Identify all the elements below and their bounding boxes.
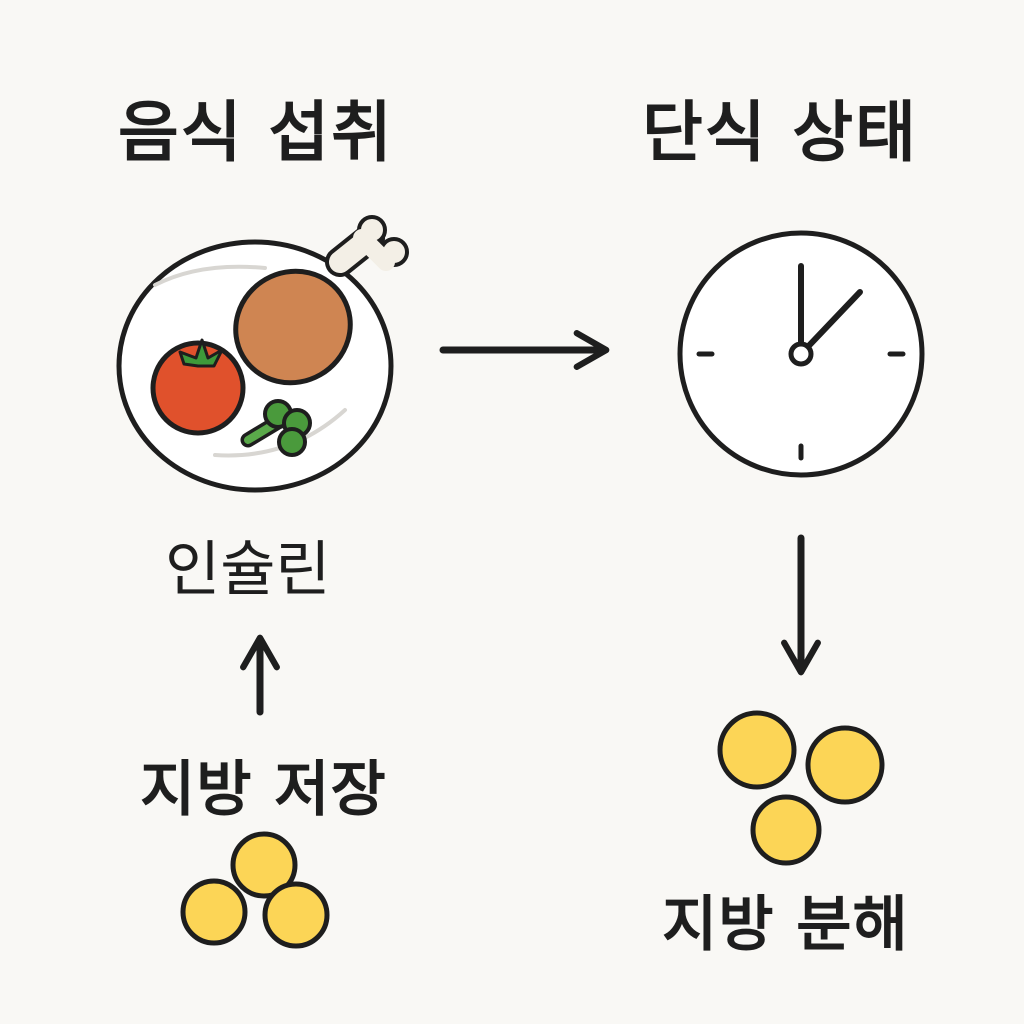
plate-with-food-icon xyxy=(116,215,409,493)
fat-storage-label: 지방 저장 xyxy=(140,755,387,825)
food-intake-label: 음식 섭취 xyxy=(118,94,394,171)
insulin-label: 인슐린 xyxy=(165,535,331,605)
fat-breakdown-cells-icon xyxy=(717,710,885,866)
chicken-leg-icon xyxy=(233,215,409,386)
tomato-icon xyxy=(150,338,246,436)
fat-storage-cells-icon xyxy=(180,831,330,949)
clock-icon xyxy=(677,230,925,478)
broccoli-icon xyxy=(240,399,312,457)
fasting-state-label: 단식 상태 xyxy=(642,94,918,171)
fat-breakdown-label: 지방 분해 xyxy=(662,890,909,960)
